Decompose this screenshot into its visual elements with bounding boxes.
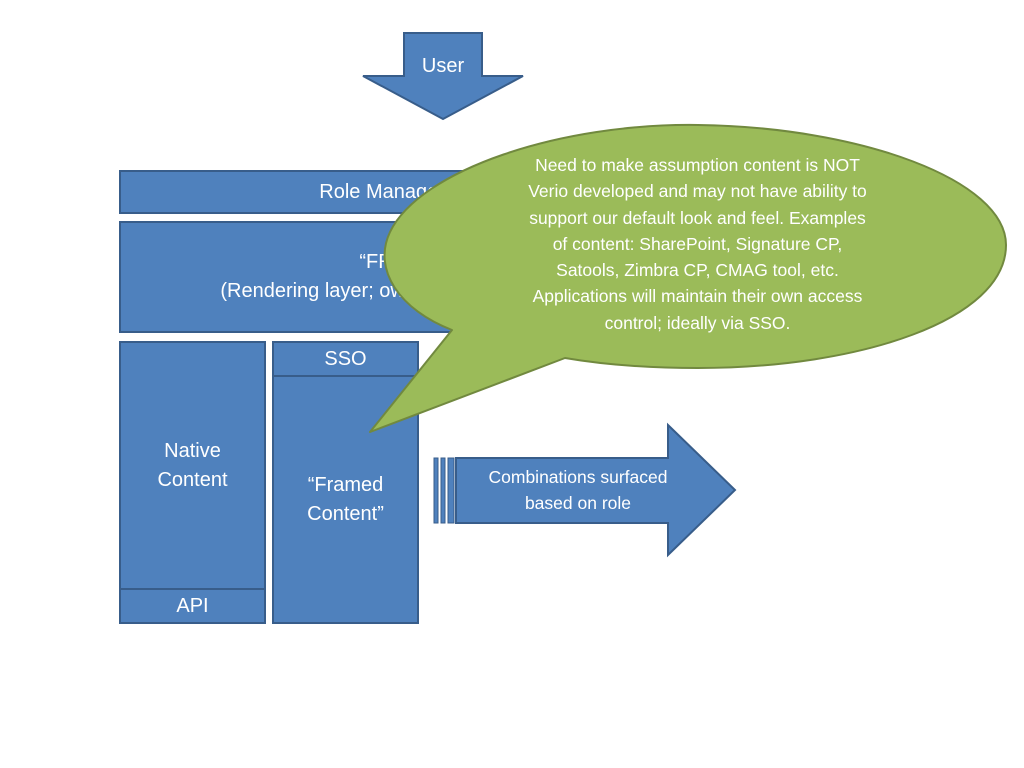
native-content-box: Native Content [119, 341, 266, 590]
sso-box: SSO [272, 341, 419, 377]
sso-label: SSO [324, 347, 367, 370]
native-content-label: Native Content [157, 439, 228, 491]
framed-content-label: “Framed Content” [307, 473, 384, 525]
api-box: API [119, 588, 266, 624]
api-label: API [176, 594, 209, 617]
combinations-arrow-label: Combinations surfaced based on role [488, 467, 668, 513]
user-arrow-label: User [421, 54, 465, 77]
callout-text: Need to make assumption content is NOT V… [528, 155, 867, 333]
